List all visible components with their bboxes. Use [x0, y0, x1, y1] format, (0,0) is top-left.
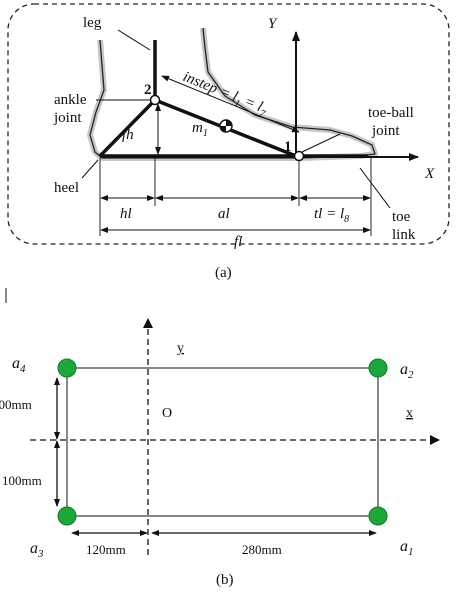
leg-label: leg [83, 15, 102, 31]
dashed-frame [7, 3, 450, 245]
x-axis-label-b: x [406, 406, 413, 421]
toe-link-pointer [359, 167, 391, 209]
ankle-heel-link [98, 98, 157, 158]
corner-a2-marker [368, 358, 388, 378]
heel-pointer [81, 159, 99, 179]
y-axis-label-a: Y [268, 16, 278, 32]
al-label: al [218, 206, 230, 222]
fh-label: fh [122, 127, 134, 143]
joint-1-label: 1 [284, 139, 292, 155]
toe-ball-label-line1: toe-ball [368, 105, 414, 121]
caption-b: (b) [216, 572, 234, 588]
toe-ball-label-line2: joint [371, 123, 400, 139]
toe-ball-joint-marker [293, 150, 305, 162]
svg-text:instep = l1 = l7: instep = l1 = l7 [179, 69, 270, 120]
dim-right-label: 280mm [242, 542, 282, 557]
hl-label: hl [120, 206, 132, 222]
figure-a: Y X leg 2 1 ankle joint instep = l1 = l7 [7, 3, 450, 281]
fl-label: fl [234, 234, 242, 250]
toe-link-label-line1: toe [392, 209, 411, 225]
ankle-label-line1: ankle [54, 92, 87, 108]
corner-a3-label: a3 [30, 540, 44, 560]
toe-ball-pointer [301, 133, 341, 153]
ankle-joint-marker [149, 94, 161, 106]
instep-dimension [161, 75, 300, 133]
dim-lower-label: 100mm [2, 473, 42, 488]
tl-label: tl = l8 [314, 206, 349, 225]
joint-2-label: 2 [144, 82, 152, 98]
corner-a3-marker [57, 506, 77, 526]
toe-link-label-line2: link [392, 227, 416, 243]
corner-a4-marker [57, 358, 77, 378]
support-polygon [66, 367, 379, 517]
corner-a2-label: a2 [400, 361, 414, 381]
figure-b: y x O a4 a2 a3 a1 100mm 100mm [0, 288, 440, 588]
mass-label: m1 [192, 120, 208, 139]
ankle-label-line2: joint [53, 110, 82, 126]
x-axis-label-a: X [424, 166, 435, 182]
heel-label: heel [54, 180, 79, 196]
origin-label: O [162, 406, 172, 421]
caption-a: (a) [215, 265, 232, 281]
dim-upper-label: 100mm [0, 397, 32, 412]
instep-label: instep = l1 = l7 [179, 69, 270, 120]
dim-left-label: 120mm [86, 542, 126, 557]
corner-a1-marker [368, 506, 388, 526]
leg-pointer [117, 29, 151, 51]
corner-a4-label: a4 [12, 355, 26, 375]
y-axis-label-b: y [177, 341, 184, 356]
corner-a1-label: a1 [400, 538, 414, 558]
